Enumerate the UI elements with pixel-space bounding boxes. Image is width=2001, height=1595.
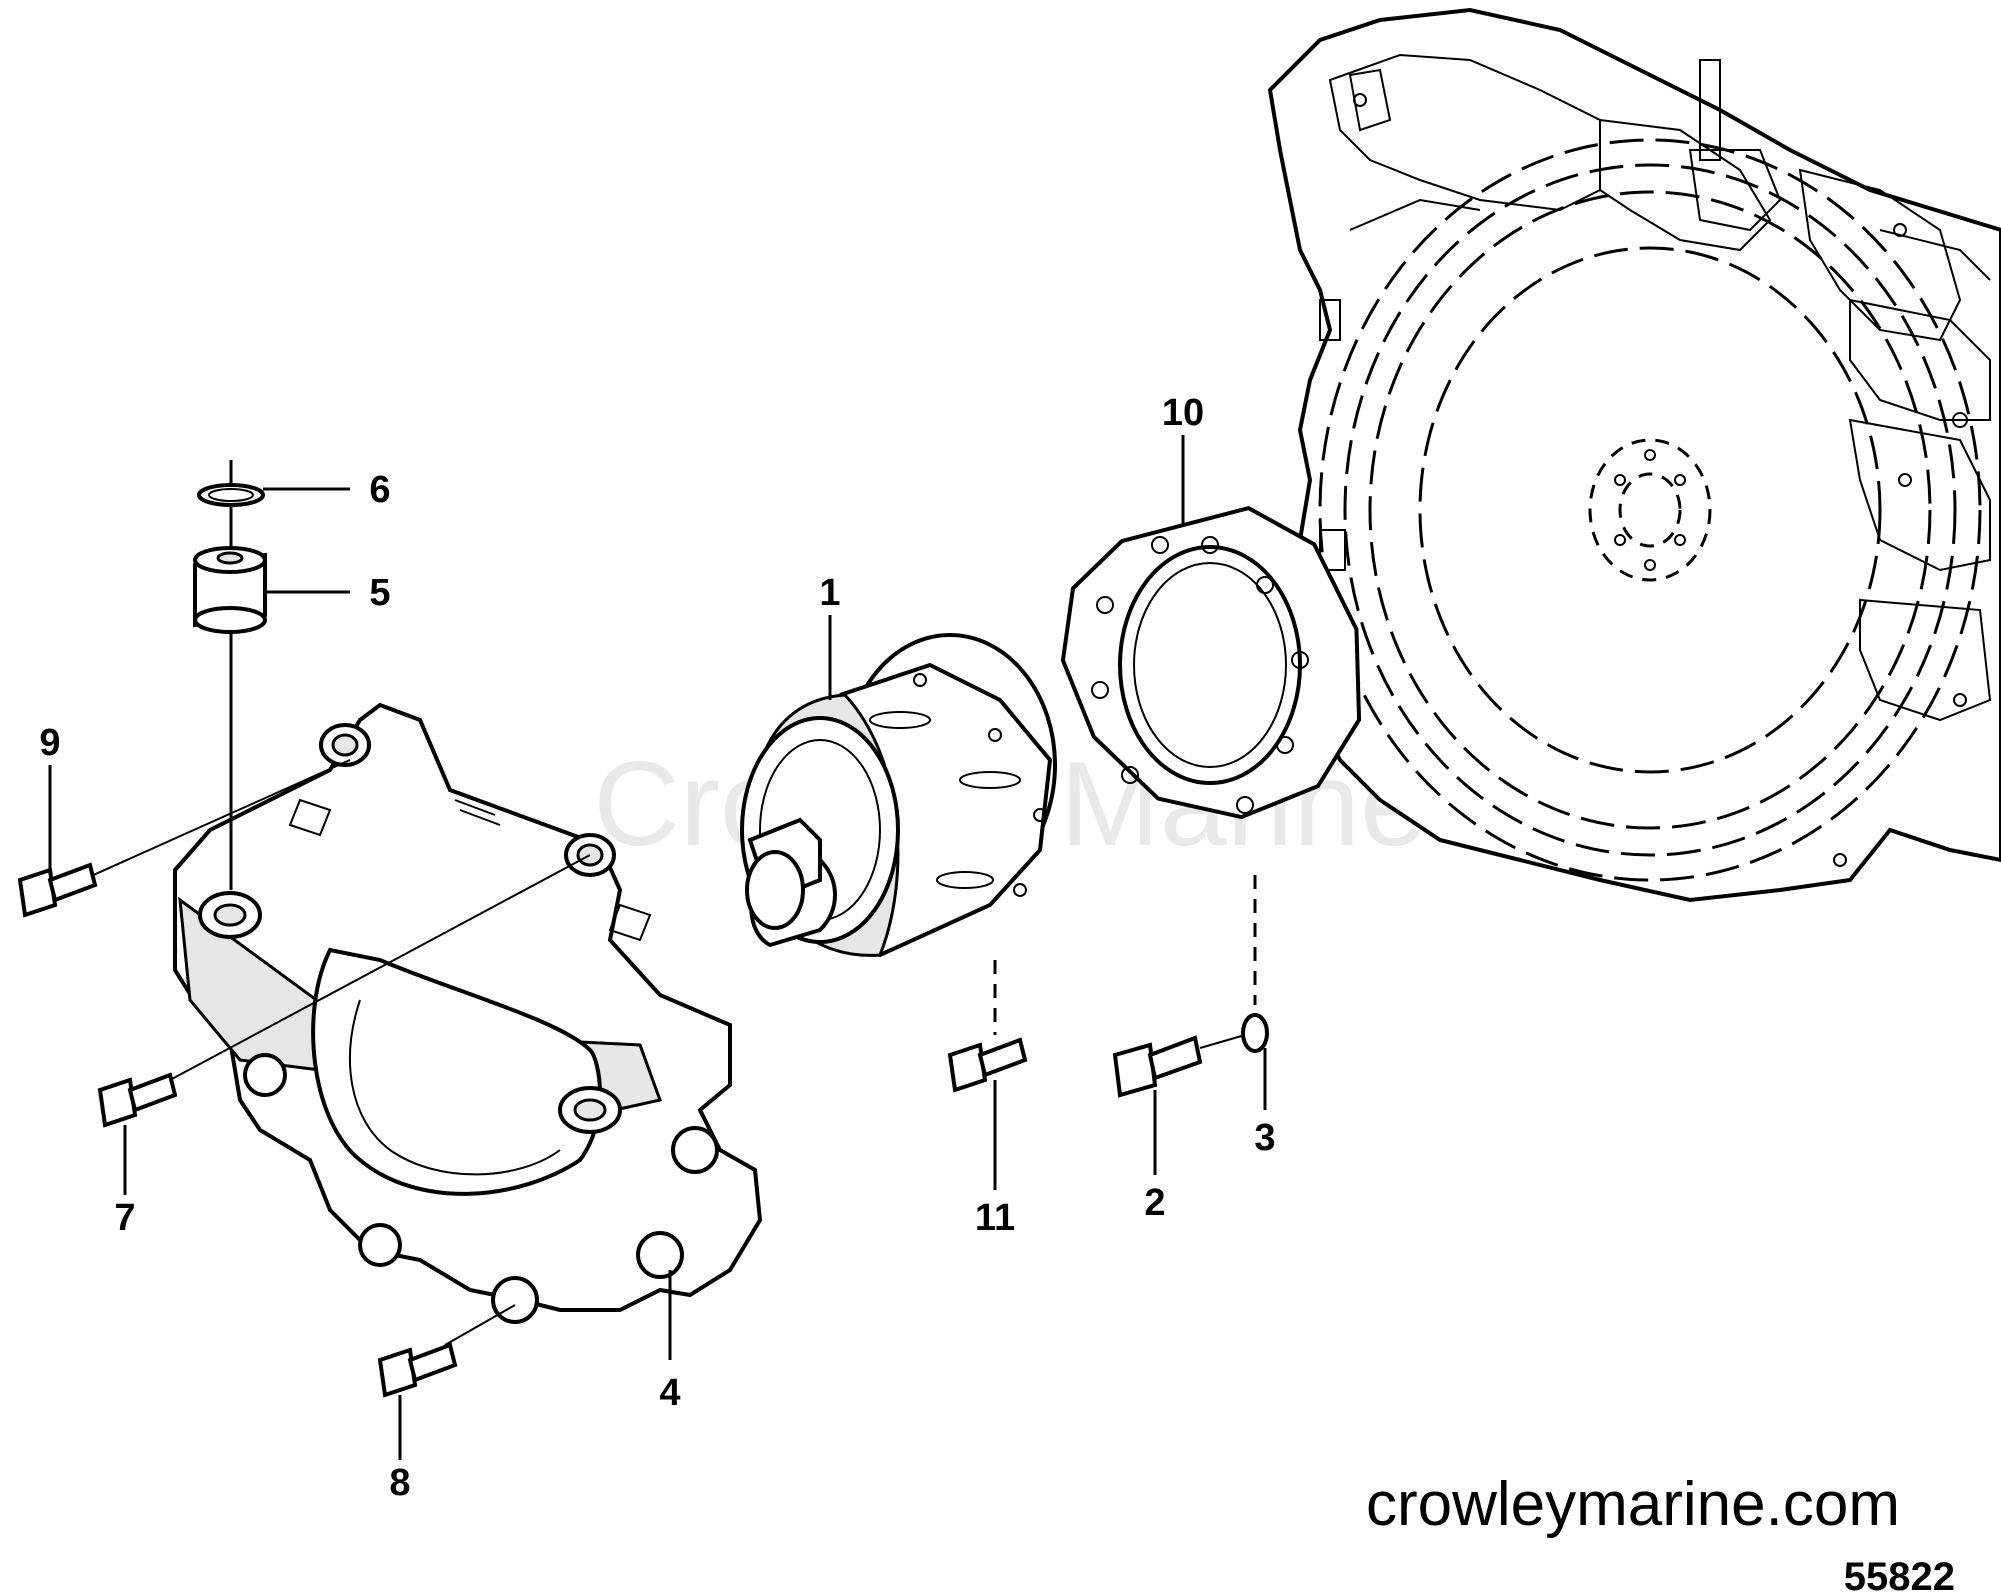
bolt-part-9 bbox=[17, 759, 351, 918]
callout-1: 1 bbox=[819, 572, 840, 614]
washer-part-3 bbox=[1241, 875, 1269, 1053]
drive-coupler-part-1 bbox=[740, 633, 1057, 958]
mount-bushing-part-5 bbox=[193, 460, 267, 890]
bolt-part-7 bbox=[97, 854, 591, 1128]
bolt-part-2 bbox=[1112, 1034, 1246, 1098]
callout-8: 8 bbox=[389, 1462, 410, 1504]
callout-10: 10 bbox=[1162, 392, 1204, 434]
gasket-plate-part-10 bbox=[1060, 505, 1362, 820]
bolt-part-11 bbox=[947, 960, 1028, 1093]
leader-lines bbox=[48, 435, 1267, 1460]
callout-5: 5 bbox=[369, 572, 390, 614]
callout-6: 6 bbox=[369, 469, 390, 511]
callout-2: 2 bbox=[1144, 1182, 1165, 1224]
bell-housing-part-4 bbox=[173, 702, 763, 1324]
callout-3: 3 bbox=[1254, 1117, 1275, 1159]
callout-11: 11 bbox=[975, 1197, 1015, 1239]
callout-7: 7 bbox=[114, 1197, 135, 1239]
engine-block-drawing bbox=[1267, 7, 2001, 903]
callout-labels: 1 2 3 4 5 6 7 8 9 10 11 bbox=[39, 392, 1275, 1504]
ring-part-6 bbox=[197, 483, 265, 507]
bolt-part-8 bbox=[377, 1304, 516, 1398]
website-text: crowleymarine.com bbox=[1366, 1470, 1900, 1539]
figure-number: 55822 bbox=[1844, 1555, 1955, 1595]
callout-4: 4 bbox=[659, 1372, 680, 1414]
callout-9: 9 bbox=[39, 722, 60, 764]
